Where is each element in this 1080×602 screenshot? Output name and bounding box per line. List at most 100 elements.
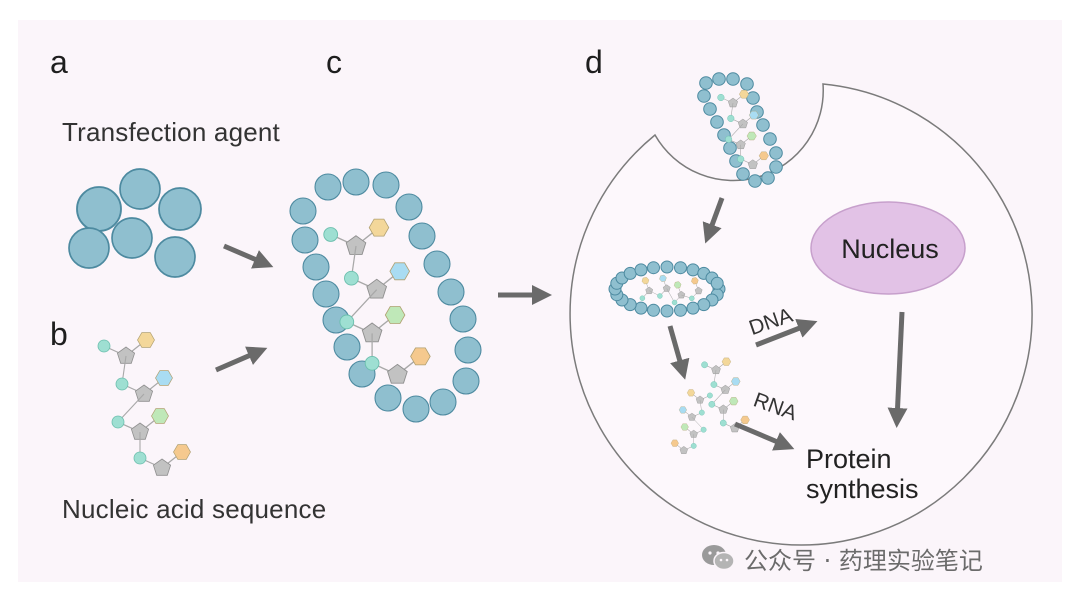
transfection-agent-sphere	[154, 236, 196, 278]
phosphate-bead	[725, 135, 733, 143]
base-hexagon	[673, 281, 682, 289]
lipid-sphere	[686, 263, 700, 277]
lipid-sphere	[748, 174, 762, 188]
lipid-sphere	[736, 167, 750, 181]
phosphate-bead	[364, 355, 380, 371]
sugar-pentagon	[747, 159, 758, 169]
base-hexagon	[739, 90, 749, 99]
lipid-sphere	[763, 132, 777, 146]
phosphate-bead	[115, 377, 129, 391]
panel-letter-b: b	[50, 316, 68, 352]
lipid-sphere	[660, 304, 674, 318]
phosphate-bead	[700, 426, 707, 433]
phosphate-bead	[111, 415, 125, 429]
lipid-sphere	[342, 168, 370, 196]
released-nucleic-acid	[670, 357, 750, 454]
lipid-sphere	[697, 89, 711, 103]
phosphate-bead	[97, 339, 111, 353]
nucleus	[810, 201, 966, 295]
base-hexagon	[680, 423, 689, 431]
lipid-sphere	[408, 222, 436, 250]
lipid-sphere	[452, 367, 480, 395]
lipid-sphere	[674, 261, 687, 275]
lipid-sphere	[769, 160, 783, 174]
base-hexagon	[746, 131, 757, 141]
lipid-sphere	[312, 280, 340, 308]
wechat-icon	[702, 545, 735, 571]
base-hexagon	[729, 397, 739, 406]
sugar-pentagon	[695, 395, 705, 404]
protein-synthesis-line2: synthesis	[806, 474, 919, 504]
lipid-sphere	[710, 115, 724, 129]
sugar-pentagon	[116, 346, 136, 364]
base-hexagon	[748, 110, 759, 120]
sugar-pentagon	[662, 284, 671, 292]
base-hexagon	[721, 357, 732, 366]
lipid-sphere	[647, 261, 660, 275]
lipid-sphere	[623, 266, 637, 280]
sugar-pentagon	[152, 458, 172, 476]
sugar-pentagon	[645, 286, 654, 294]
lipid-sphere	[660, 260, 674, 274]
lipid-sphere	[372, 171, 400, 199]
base-hexagon	[670, 439, 679, 447]
base-hexagon	[173, 444, 191, 460]
transfection-agent-sphere	[68, 227, 110, 269]
sugar-pentagon	[694, 286, 703, 295]
lipid-sphere	[703, 102, 717, 116]
base-hexagon	[384, 306, 406, 324]
phosphate-bead	[689, 295, 695, 302]
sugar-pentagon	[737, 118, 748, 129]
transfection-agent-sphere	[119, 168, 161, 210]
nucleic-acid-caption: Nucleic acid sequence	[62, 494, 327, 524]
lipid-sphere	[314, 173, 342, 201]
lipid-sphere	[289, 197, 317, 225]
base-hexagon	[368, 218, 390, 237]
lipid-sphere	[740, 77, 754, 91]
watermark: 公众号 · 药理实验笔记	[700, 540, 983, 576]
sugar-pentagon	[366, 278, 388, 299]
lipid-sphere	[374, 384, 402, 412]
panel-letter-c: c	[326, 44, 342, 80]
phosphate-bead	[133, 451, 147, 465]
phosphate-bead	[639, 295, 646, 301]
protein-synthesis-line1: Protein	[806, 444, 892, 474]
lipid-sphere	[674, 303, 687, 317]
base-hexagon	[740, 415, 750, 424]
lipid-sphere	[402, 395, 430, 423]
base-hexagon	[659, 274, 667, 282]
lipid-sphere	[437, 278, 465, 306]
arrow-endocytosis	[702, 197, 725, 244]
lipid-sphere	[726, 72, 740, 86]
phosphate-bead	[657, 293, 663, 299]
base-hexagon	[731, 377, 741, 386]
sugar-pentagon	[679, 446, 688, 454]
phosphate-bead	[727, 114, 735, 122]
lipid-sphere	[449, 305, 477, 333]
phosphate-bead	[671, 299, 678, 306]
lipid-sphere	[395, 193, 423, 221]
watermark-text: 公众号 · 药理实验笔记	[744, 546, 983, 575]
panel-letter-d: d	[585, 44, 603, 80]
lipid-sphere	[697, 298, 711, 312]
base-hexagon	[389, 262, 410, 281]
lipoplex-complex	[289, 168, 482, 423]
phosphate-bead	[323, 227, 339, 242]
nucleic-acid-strand	[97, 332, 191, 476]
panel-letter-a: a	[50, 44, 68, 80]
transfection-agent-sphere	[76, 186, 122, 232]
base-hexagon	[155, 370, 173, 386]
arrow-rna-to-protein	[734, 421, 795, 451]
endosome-lipoplex	[608, 260, 726, 318]
lipid-sphere	[423, 250, 451, 278]
sugar-pentagon	[720, 384, 731, 394]
lipid-sphere	[699, 76, 713, 90]
base-hexagon	[410, 347, 431, 366]
lipid-sphere	[746, 91, 760, 105]
phosphate-bead	[707, 392, 713, 399]
lipid-sphere	[647, 303, 660, 317]
phosphate-bead	[717, 93, 725, 102]
phosphate-bead	[344, 270, 359, 286]
sugar-pentagon	[711, 365, 721, 375]
